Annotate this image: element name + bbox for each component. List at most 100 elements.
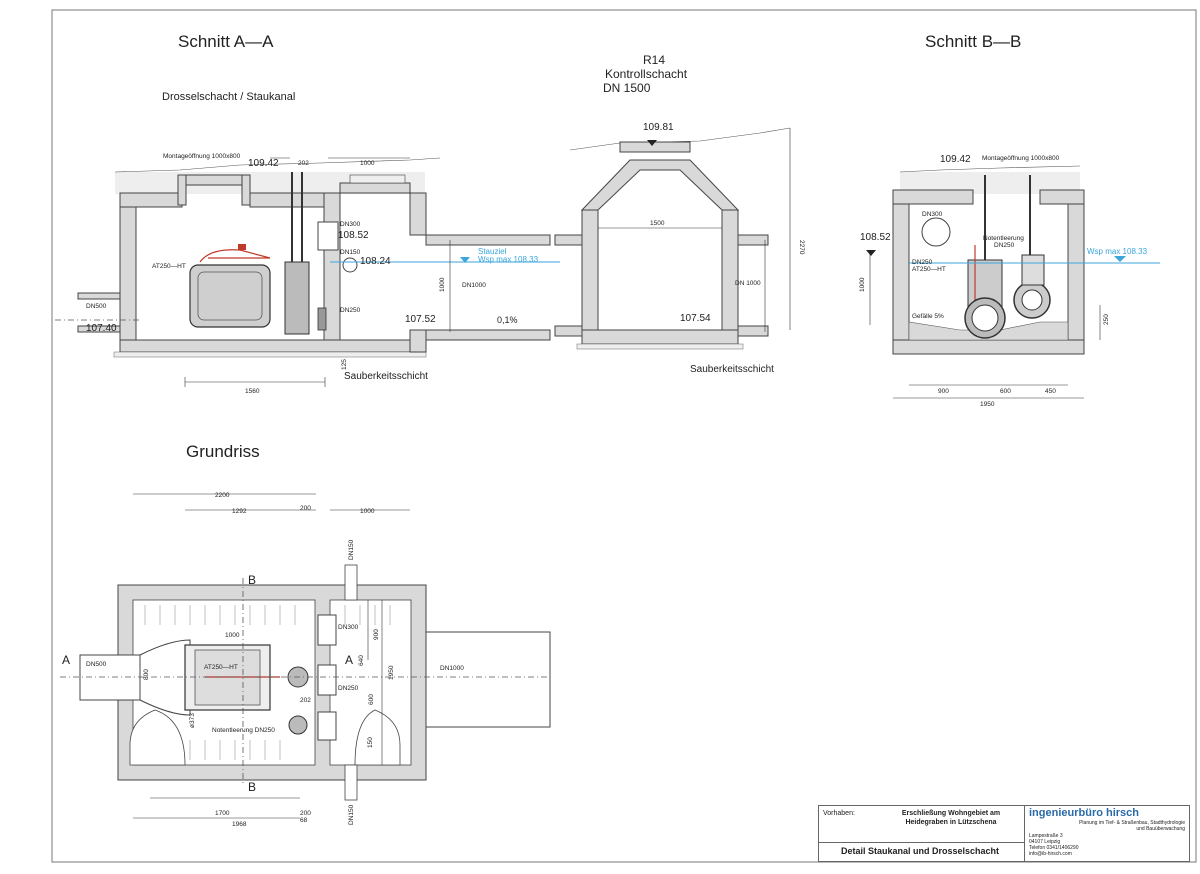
dim-202-aa: 202 [298,160,309,167]
gr-b-bottom: B [248,780,256,794]
outlet-flange [317,307,327,331]
bb-wall-right [1067,189,1085,343]
company-addr3: Telefon 0341/1406290 [1029,845,1079,851]
gr-label-dn300: DN300 [338,624,359,631]
chamber-floor [119,339,411,353]
gr-dim-200b: 200 [300,810,311,817]
r14-pipe-in-bottom [554,325,583,337]
dim-1560-aa: 1560 [245,388,260,395]
r14-title-3: DN 1500 [603,81,651,95]
chamber-roof-left [119,192,183,208]
bb-pipe-dn300 [921,217,951,247]
label-dn1000-aa: DN1000 [462,282,486,289]
title-block: Vorhaben: Erschließung Wohngebiet am Hei… [818,805,1190,862]
bb-dim-1000: 1000 [859,277,866,292]
section-bb: Schnitt B—B 109.42 Montageöffnung 1000x8… [859,32,1160,408]
ground-fill-bb [900,172,1080,194]
label-dn300-aa: DN300 [340,221,361,228]
bb-label-dn250b: DN250 [912,259,933,266]
gr-dim-1000-inner: 1000 [225,632,240,639]
r14-sauberkeit: Sauberkeitsschicht [690,364,774,375]
gr-dim-68: 68 [300,817,308,824]
gr-dim-640: 640 [358,655,365,666]
throttle-lever [199,249,271,263]
water-marker-aa [460,257,470,263]
label-sauberkeit-aa: Sauberkeitsschicht [344,371,428,382]
gradient-aa: 0,1% [497,315,518,325]
bb-floor [892,339,1085,355]
water-marker-bb [1114,256,1126,262]
gr-arc-right [354,709,401,766]
gr-dim-200: 200 [300,505,311,512]
dim-1000v-aa: 1000 [439,277,446,292]
gr-a-right: A [345,653,353,667]
bb-label-gefaelle: Gefälle 5% [912,313,944,320]
gr-dim-1968: 1968 [232,821,247,828]
r14-base [576,343,744,350]
r14-frame [619,141,691,153]
bb-roof-right [1039,189,1085,205]
chamber2-wall [409,192,427,236]
vorhaben-line1: Erschließung Wohngebiet am [901,810,1001,817]
vorhaben-label: Vorhaben: [823,810,855,817]
gr-dim-1292: 1292 [232,508,247,515]
bb-gate-inner [1021,289,1043,311]
dim-125-aa: 125 [341,359,348,370]
bb-dim-450: 450 [1045,388,1056,395]
gr-transition [139,639,191,716]
bb-label-at250: AT250—HT [912,266,946,273]
bb-wall-left [892,189,910,343]
r14-level-bottom: 107.54 [680,313,711,324]
throttle-handle [238,244,246,250]
dn1000-top [425,234,551,246]
title-block-drawing: Detail Staukanal und Drosselschacht [819,842,1025,861]
bb-dim-250: 250 [1103,314,1110,325]
pipe-dn150 [342,257,358,273]
gr-arc-left [129,709,186,766]
bb-level-top: 109.42 [940,154,971,165]
r14-level-top: 109.81 [643,122,674,133]
dn500-top [77,292,121,300]
ground-line-bb [899,165,1081,173]
gr-dn250-b [317,711,337,741]
company-addr1: Lampestraße 3 [1029,833,1063,839]
gr-dn250 [317,664,337,696]
gate-valve [284,261,310,335]
r14-dn1000: DN 1000 [735,280,761,287]
company-addr2: 04107 Leipzig [1029,839,1061,845]
bb-pipe-large-inner [971,304,999,332]
label-dn150-aa: DN150 [340,249,361,256]
grundriss-title: Grundriss [186,442,260,461]
level-10852-aa: 108.52 [338,230,369,241]
gr-gate2 [288,715,308,735]
gr-label-dn500: DN500 [86,661,107,668]
r14-dim-1500: 1500 [650,220,665,227]
label-montage-aa: Montageöffnung 1000x800 [163,153,241,160]
r14-pipe-out-bottom [737,325,769,337]
cover2 [349,174,406,184]
level-10740-aa: 107.40 [86,323,117,334]
label-dn250-aa: DN250 [340,307,361,314]
gr-dim-1000: 1000 [360,508,375,515]
r14-title-1: R14 [643,53,665,67]
label-stauziel: Stauziel [478,247,507,256]
company-sub2: und Bauüberwachung [1136,826,1185,832]
title-block-company: ingenieurbüro hirsch Planung im Tief- & … [1025,806,1189,861]
gr-dim-373: ø373 [189,713,196,728]
gr-dim-2200: 2200 [215,492,230,499]
level-10752-aa: 107.52 [405,314,436,325]
gr-label-dn1000: DN1000 [440,665,464,672]
gr-b-top: B [248,573,256,587]
gr-dim-900: 900 [373,629,380,640]
sheet-frame [51,9,1197,863]
r14-pipe-out-top [737,234,769,246]
gr-dim-1950: 1950 [388,665,395,680]
manhole-frame [177,174,251,186]
gr-dim-150: 150 [367,737,374,748]
section-bb-title: Schnitt B—B [925,32,1021,51]
bb-level-marker [866,250,876,256]
base-layer [113,351,427,358]
gr-label-notentleerung: Notentleerung DN250 [212,727,275,734]
gr-label-dn250: DN250 [338,685,359,692]
